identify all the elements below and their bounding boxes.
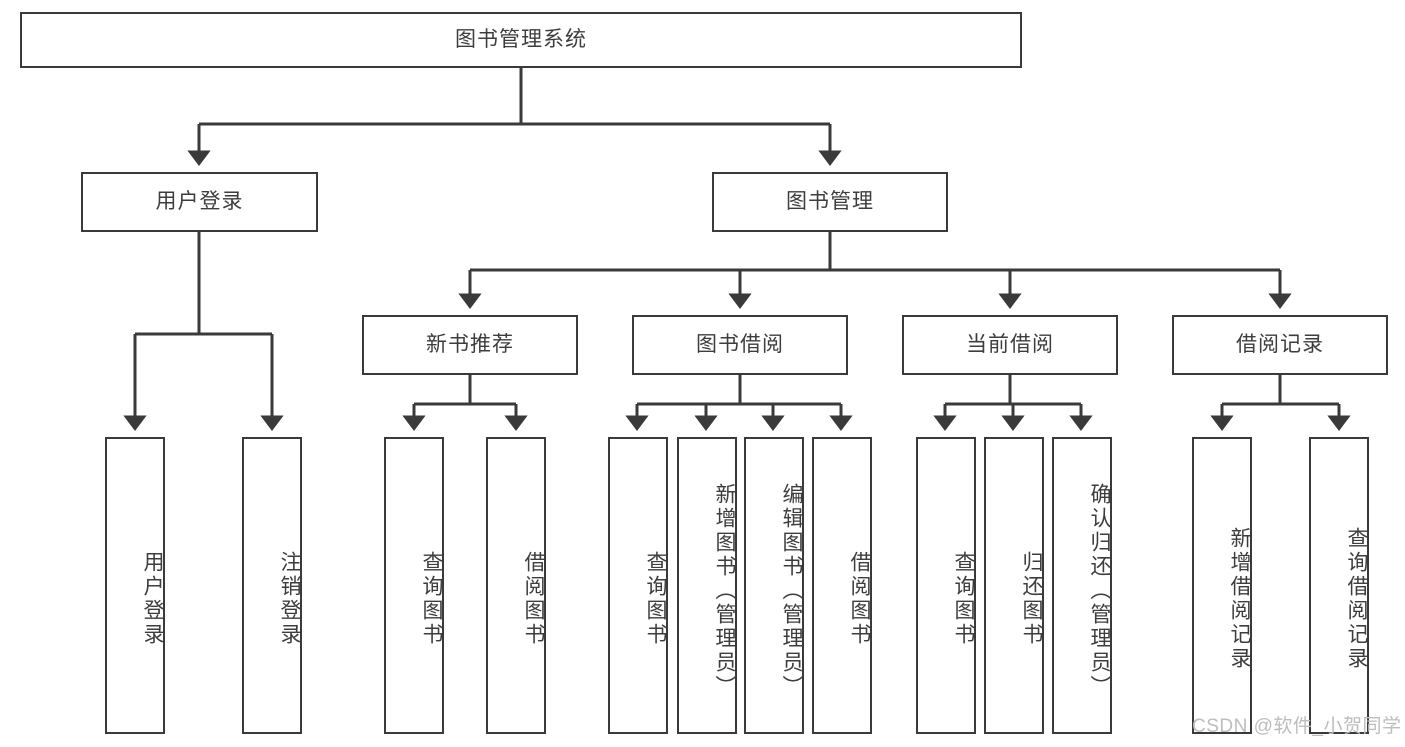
- node-user-login[interactable]: 用户登录: [81, 172, 318, 232]
- leaf-label: 新增图书（管理员）: [713, 482, 736, 699]
- leaf-borrow-record-add-record[interactable]: 新增借阅记录: [1192, 437, 1252, 734]
- leaf-user-login-logout[interactable]: 注销登录: [242, 437, 302, 734]
- leaf-book-borrow-borrow-book[interactable]: 借阅图书: [812, 437, 872, 734]
- leaf-label: 编辑图书（管理员）: [780, 482, 803, 699]
- node-book-management-label: 图书管理: [786, 190, 874, 214]
- leaf-new-book-borrow-book[interactable]: 借阅图书: [486, 437, 546, 734]
- leaf-label: 查询图书: [644, 550, 667, 647]
- node-current-borrow-label: 当前借阅: [966, 333, 1054, 357]
- node-current-borrow[interactable]: 当前借阅: [902, 315, 1118, 375]
- leaf-label: 归还图书: [1020, 550, 1043, 647]
- leaf-label: 用户登录: [141, 550, 164, 647]
- leaf-label: 借阅图书: [848, 550, 871, 647]
- node-root-book-management-system[interactable]: 图书管理系统: [20, 12, 1022, 68]
- leaf-book-borrow-add-book-admin[interactable]: 新增图书（管理员）: [677, 437, 737, 734]
- leaf-current-borrow-confirm-return-admin[interactable]: 确认归还（管理员）: [1052, 437, 1112, 734]
- node-borrow-record[interactable]: 借阅记录: [1172, 315, 1388, 375]
- node-root-label: 图书管理系统: [455, 28, 587, 52]
- leaf-label: 新增借阅记录: [1228, 526, 1251, 671]
- leaf-user-login-login[interactable]: 用户登录: [105, 437, 165, 734]
- node-borrow-record-label: 借阅记录: [1236, 333, 1324, 357]
- leaf-label: 注销登录: [278, 550, 301, 647]
- leaf-current-borrow-return-book[interactable]: 归还图书: [984, 437, 1044, 734]
- leaf-borrow-record-query-record[interactable]: 查询借阅记录: [1309, 437, 1369, 734]
- leaf-book-borrow-edit-book-admin[interactable]: 编辑图书（管理员）: [744, 437, 804, 734]
- leaf-label: 查询图书: [952, 550, 975, 647]
- leaf-book-borrow-query-book[interactable]: 查询图书: [608, 437, 668, 734]
- node-new-book-recommend-label: 新书推荐: [426, 333, 514, 357]
- leaf-label: 确认归还（管理员）: [1088, 482, 1111, 699]
- node-new-book-recommend[interactable]: 新书推荐: [362, 315, 578, 375]
- leaf-label: 查询图书: [420, 550, 443, 647]
- node-book-borrow-label: 图书借阅: [696, 333, 784, 357]
- leaf-current-borrow-query-book[interactable]: 查询图书: [916, 437, 976, 734]
- leaf-label: 查询借阅记录: [1345, 526, 1368, 671]
- node-user-login-label: 用户登录: [155, 190, 244, 214]
- node-book-borrow[interactable]: 图书借阅: [632, 315, 848, 375]
- leaf-label: 借阅图书: [522, 550, 545, 647]
- node-book-management[interactable]: 图书管理: [712, 172, 948, 232]
- leaf-new-book-query-book[interactable]: 查询图书: [384, 437, 444, 734]
